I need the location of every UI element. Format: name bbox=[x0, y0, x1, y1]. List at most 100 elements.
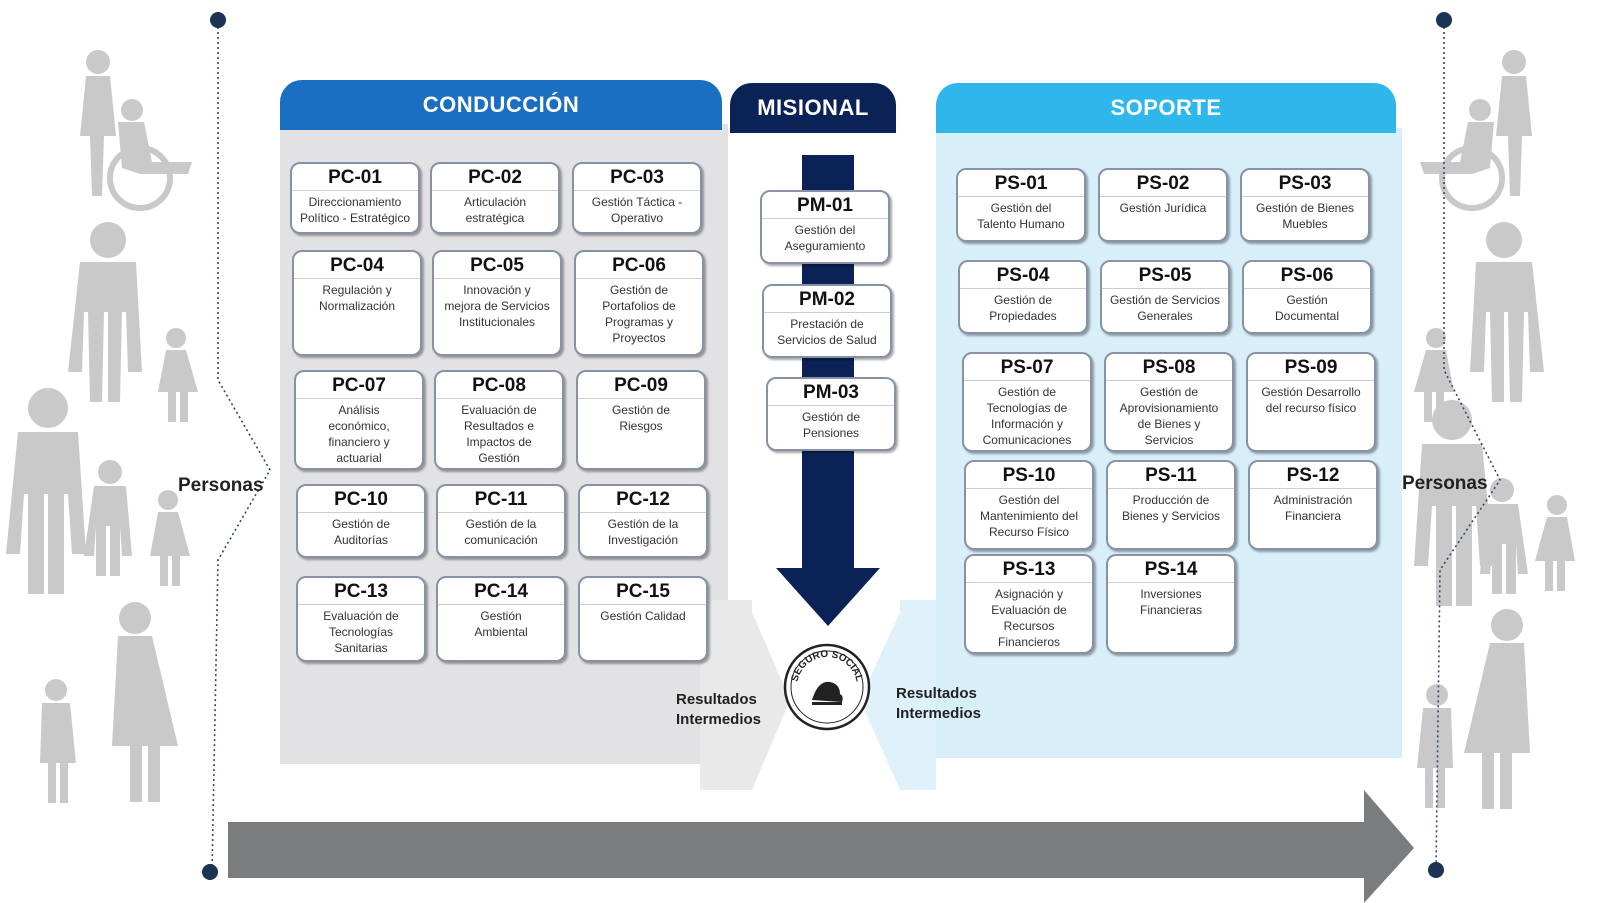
process-name-line: Operativo bbox=[610, 211, 664, 225]
process-name-line: Aseguramiento bbox=[784, 239, 866, 253]
process-name-line: Muebles bbox=[1282, 217, 1328, 231]
process-name-line: Innovación y bbox=[463, 283, 531, 297]
process-name-line: Generales bbox=[1137, 309, 1193, 323]
bottom-right-dot bbox=[1428, 862, 1444, 878]
process-code: PM-01 bbox=[762, 195, 888, 219]
process-code: PM-03 bbox=[768, 382, 894, 406]
process-name-line: Prestación de bbox=[790, 317, 864, 331]
process-name-line: Sanitarias bbox=[334, 641, 388, 655]
process-name-line: Riesgos bbox=[619, 419, 663, 433]
process-name-line: mejora de Servicios bbox=[444, 299, 550, 313]
process-code: PS-09 bbox=[1248, 357, 1374, 381]
process-name-line: Evaluación de bbox=[991, 603, 1067, 617]
process-code: PS-06 bbox=[1244, 265, 1370, 289]
process-name-line: Talento Humano bbox=[977, 217, 1065, 231]
process-name-line: Direccionamiento bbox=[308, 195, 402, 209]
process-code: PC-02 bbox=[432, 167, 558, 191]
top-right-dot bbox=[1436, 12, 1452, 28]
process-code: PS-07 bbox=[964, 357, 1090, 381]
process-name-line: Financieras bbox=[1139, 603, 1203, 617]
process-code: PS-10 bbox=[966, 465, 1092, 489]
intermediate-results-left-line1: Resultados bbox=[676, 691, 757, 708]
process-name-line: Gestión Jurídica bbox=[1119, 201, 1207, 215]
process-name-line: Bienes y Servicios bbox=[1121, 509, 1221, 523]
process-name-line: Análisis bbox=[338, 403, 380, 417]
process-code: PC-11 bbox=[438, 489, 564, 513]
process-name-line: Financiera bbox=[1284, 509, 1342, 523]
process-code: PC-13 bbox=[298, 581, 424, 605]
process-name-line: Comunicaciones bbox=[982, 433, 1072, 447]
process-name-line: Aprovisionamiento bbox=[1119, 401, 1219, 415]
process-name-line: Gestión bbox=[478, 451, 520, 465]
misional-header: MISIONAL bbox=[730, 83, 896, 133]
process-name-line: Administración bbox=[1273, 493, 1353, 507]
process-code: PC-14 bbox=[438, 581, 564, 605]
process-name-line: Producción de bbox=[1132, 493, 1210, 507]
process-name-line: Gestión de bbox=[1139, 385, 1199, 399]
process-name-line: Gestión de bbox=[993, 293, 1053, 307]
process-name-line: Normalización bbox=[318, 299, 396, 313]
process-name-line: Evaluación de bbox=[323, 609, 399, 623]
personas-label-left: Personas bbox=[178, 475, 264, 496]
intermediate-results-right-line1: Resultados bbox=[896, 685, 977, 702]
process-name-line: actuarial bbox=[336, 451, 382, 465]
process-name-line: Servicios de Salud bbox=[777, 333, 877, 347]
conduccion-header: CONDUCCIÓN bbox=[280, 80, 722, 130]
right-result-arrow bbox=[860, 600, 936, 790]
process-name-line: Investigación bbox=[607, 533, 679, 547]
process-name-line: Institucionales bbox=[458, 315, 536, 329]
process-code: PM-02 bbox=[764, 289, 890, 313]
process-code: PC-08 bbox=[436, 375, 562, 399]
process-name-line: Gestión de bbox=[611, 403, 671, 417]
process-name: Gestión Jurídica bbox=[1100, 197, 1226, 216]
process-name-line: Proyectos bbox=[612, 331, 666, 345]
process-code: PC-03 bbox=[574, 167, 700, 191]
process-name-line: Gestión Calidad bbox=[600, 609, 686, 623]
process-name-line: Evaluación de bbox=[461, 403, 537, 417]
